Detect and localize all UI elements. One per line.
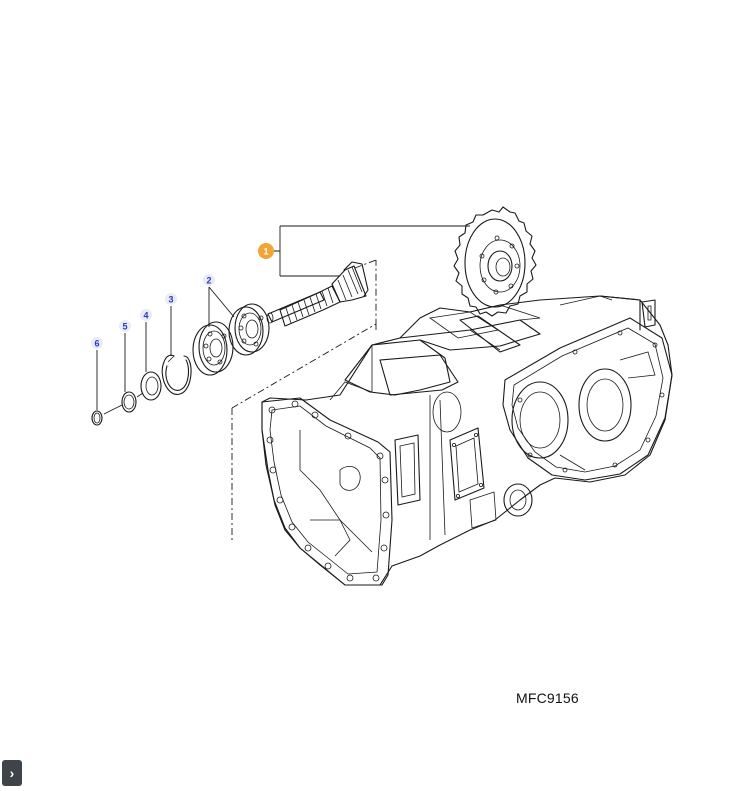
- snap-ring: [121, 391, 137, 413]
- callout-1[interactable]: 1: [258, 243, 274, 259]
- callout-label: 1: [263, 247, 268, 257]
- crown-wheel: [453, 206, 537, 317]
- callout-label: 5: [122, 322, 127, 332]
- retaining-clip: [91, 410, 103, 426]
- callout-label: 3: [168, 295, 173, 305]
- leader-lines: [96, 225, 470, 410]
- chevron-right-icon: ›: [9, 765, 15, 781]
- callout-3[interactable]: 3: [165, 293, 177, 305]
- pinion-shaft: [266, 261, 369, 327]
- callout-label: 6: [94, 339, 99, 349]
- expand-panel-button[interactable]: ›: [2, 760, 22, 786]
- callout-6[interactable]: 6: [91, 337, 103, 349]
- bearing-pair: [192, 303, 270, 376]
- transmission-housing: [261, 295, 673, 586]
- circlip: [161, 354, 192, 395]
- figure-code: MFC9156: [516, 690, 579, 706]
- shim-washer: [140, 371, 162, 401]
- callout-label: 4: [143, 311, 148, 321]
- assembly-boundary: [231, 259, 377, 540]
- callout-4[interactable]: 4: [140, 309, 152, 321]
- callout-label: 2: [206, 276, 211, 286]
- callout-5[interactable]: 5: [119, 320, 131, 332]
- callout-2[interactable]: 2: [203, 274, 215, 286]
